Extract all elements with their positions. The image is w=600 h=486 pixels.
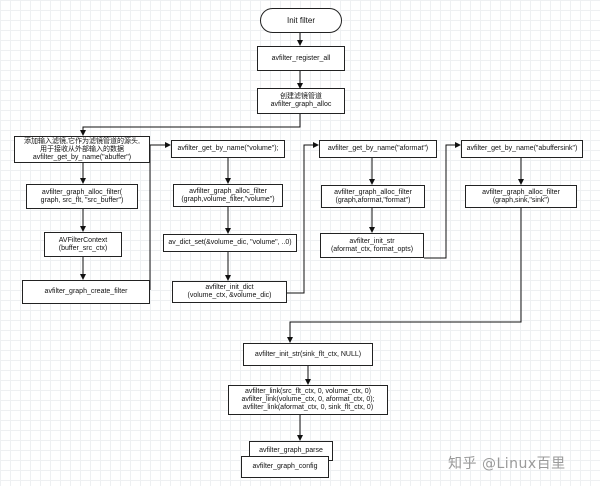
node-volume-init: avfilter_init_dict (volume_ctx, &volume_… bbox=[172, 281, 287, 303]
node-label-cn: 用于接收从外部输入的数据 bbox=[40, 145, 124, 153]
node-label: AVFilterContext bbox=[58, 236, 108, 244]
node-label: avfilter_graph_create_filter bbox=[44, 288, 128, 295]
node-register-all: avfilter_register_all bbox=[257, 46, 345, 71]
node-label: avfilter_link(volume_ctx, 0, aformat_ctx… bbox=[241, 396, 375, 403]
node-aformat-alloc: avfilter_graph_alloc_filter (graph,aform… bbox=[321, 185, 425, 208]
edge-create-volume bbox=[149, 142, 171, 290]
node-graph-config: avfilter_graph_config bbox=[241, 456, 329, 478]
node-label: av_dict_set(&volume_dic, "volume", ..0) bbox=[168, 239, 292, 246]
node-label: graph, src_flt, "src_buffer") bbox=[40, 196, 124, 204]
node-label: avfilter_init_dict bbox=[205, 284, 254, 291]
node-label: (aformat_ctx, format_opts) bbox=[330, 245, 414, 253]
node-abuffer-get: 添加输入滤镜,它作为滤镜管道的源头, 用于接收从外部输入的数据 avfilter… bbox=[14, 136, 150, 163]
node-label: avfilter_graph_alloc_filter bbox=[189, 187, 267, 195]
node-volume-alloc: avfilter_graph_alloc_filter (graph,volum… bbox=[173, 184, 283, 207]
node-sink-get: avfilter_get_by_name("abuffersink") bbox=[461, 140, 583, 158]
node-label: (graph,volume_filter,"volume") bbox=[181, 195, 275, 203]
node-volume-dict: av_dict_set(&volume_dic, "volume", ..0) bbox=[163, 234, 297, 252]
node-sink-alloc: avfilter_graph_alloc_filter (graph,sink,… bbox=[465, 185, 577, 208]
node-label: avfilter_graph_alloc bbox=[270, 101, 332, 108]
node-aformat-get: avfilter_get_by_name("aformat") bbox=[319, 140, 437, 158]
node-label: (graph,aformat,"format") bbox=[335, 196, 411, 204]
node-label: avfilter_get_by_name("abuffer") bbox=[32, 153, 132, 161]
node-label: avfilter_graph_config bbox=[252, 463, 318, 470]
edge-alloc-abuffer bbox=[80, 114, 301, 136]
node-label: (buffer_src_ctx) bbox=[58, 244, 108, 252]
node-label: avfilter_graph_alloc_filter bbox=[334, 188, 412, 196]
node-volume-get: avfilter_get_by_name("volume"); bbox=[171, 140, 285, 158]
edge-afinit-sink bbox=[424, 142, 461, 259]
node-label: avfilter_link(aformat_ctx, 0, sink_flt_c… bbox=[242, 404, 374, 411]
node-label-cn: 添加输入滤镜,它作为滤镜管道的源头, bbox=[24, 137, 140, 145]
node-abuffer-alloc: avfilter_graph_alloc_filter( graph, src_… bbox=[26, 184, 138, 209]
node-create-filter: avfilter_graph_create_filter bbox=[22, 280, 150, 304]
node-aformat-init: avfilter_init_str (aformat_ctx, format_o… bbox=[320, 233, 424, 258]
node-label: (graph,sink,"sink") bbox=[492, 196, 550, 204]
node-label: avfilter_graph_alloc_filter( bbox=[41, 188, 123, 196]
node-label: (volume_ctx, &volume_dic) bbox=[187, 292, 272, 299]
node-init-filter: Init filter bbox=[260, 8, 342, 33]
edge-sinkalloc-sinkinit bbox=[287, 208, 522, 343]
node-label: Init filter bbox=[286, 15, 315, 25]
node-graph-alloc: 创建滤镜管道 avfilter_graph_alloc bbox=[257, 88, 345, 114]
node-label: avfilter_register_all bbox=[271, 54, 331, 62]
node-link: avfilter_link(src_flt_ctx, 0, volume_ctx… bbox=[228, 385, 388, 415]
node-abuffer-ctx: AVFilterContext (buffer_src_ctx) bbox=[44, 232, 122, 257]
node-label: avfilter_get_by_name("volume"); bbox=[177, 145, 279, 152]
node-label: avfilter_link(src_flt_ctx, 0, volume_ctx… bbox=[244, 388, 372, 395]
edge-volinit-aformat bbox=[287, 142, 319, 294]
node-label: avfilter_get_by_name("aformat") bbox=[327, 145, 429, 152]
watermark: 知乎 @Linux百里 bbox=[448, 456, 566, 472]
node-label: avfilter_get_by_name("abuffersink") bbox=[466, 145, 578, 152]
node-label: avfilter_init_str bbox=[349, 237, 395, 245]
node-label: avfilter_init_str(sink_flt_ctx, NULL) bbox=[254, 350, 362, 358]
node-label: avfilter_graph_alloc_filter bbox=[482, 188, 560, 196]
node-sink-init: avfilter_init_str(sink_flt_ctx, NULL) bbox=[243, 343, 373, 366]
node-label-cn: 创建滤镜管道 bbox=[280, 93, 322, 100]
node-label: avfilter_graph_parse bbox=[259, 447, 323, 454]
